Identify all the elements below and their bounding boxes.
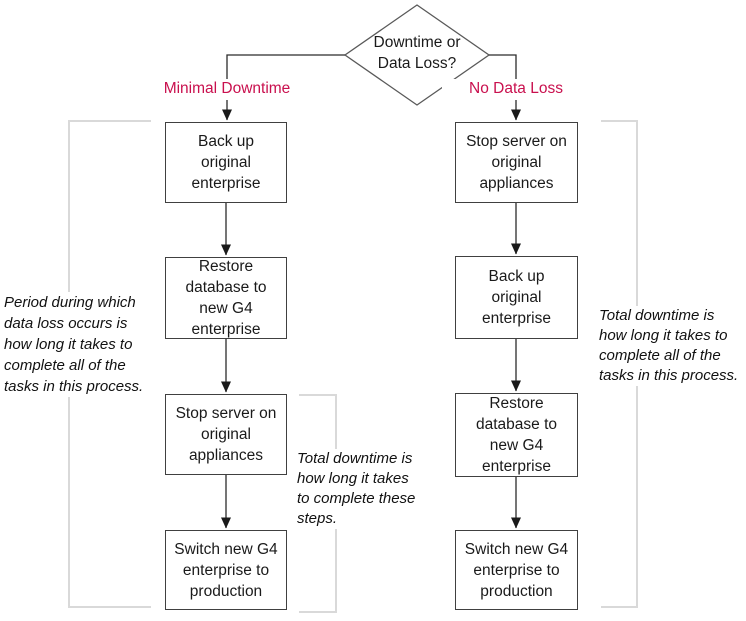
flow-step-box-backup-left: Back up original enterprise: [165, 122, 287, 203]
flow-step-box-backup-right: Back up original enterprise: [455, 256, 578, 339]
flow-step-box-switch-left: Switch new G4 enterprise to production: [165, 530, 287, 610]
annotation-data-loss-period: Period during which data loss occurs is …: [4, 292, 152, 397]
flow-step-box-stop-server-left: Stop server on original appliances: [165, 394, 287, 475]
flow-step-box-stop-server-right: Stop server on original appliances: [455, 122, 578, 203]
annotation-total-downtime-steps: Total downtime is how long it takes to c…: [297, 449, 435, 529]
flow-step-box-restore-left: Restore database to new G4 enterprise: [165, 257, 287, 339]
flow-step-box-restore-right: Restore database to new G4 enterprise: [455, 393, 578, 477]
branch-label-no-data-loss: No Data Loss: [442, 79, 590, 100]
decision-label: Downtime or Data Loss?: [373, 34, 461, 72]
flow-step-box-switch-right: Switch new G4 enterprise to production: [455, 530, 578, 610]
branch-label-minimal-downtime: Minimal Downtime: [150, 79, 304, 100]
annotation-total-downtime-process: Total downtime is how long it takes to c…: [599, 306, 743, 386]
